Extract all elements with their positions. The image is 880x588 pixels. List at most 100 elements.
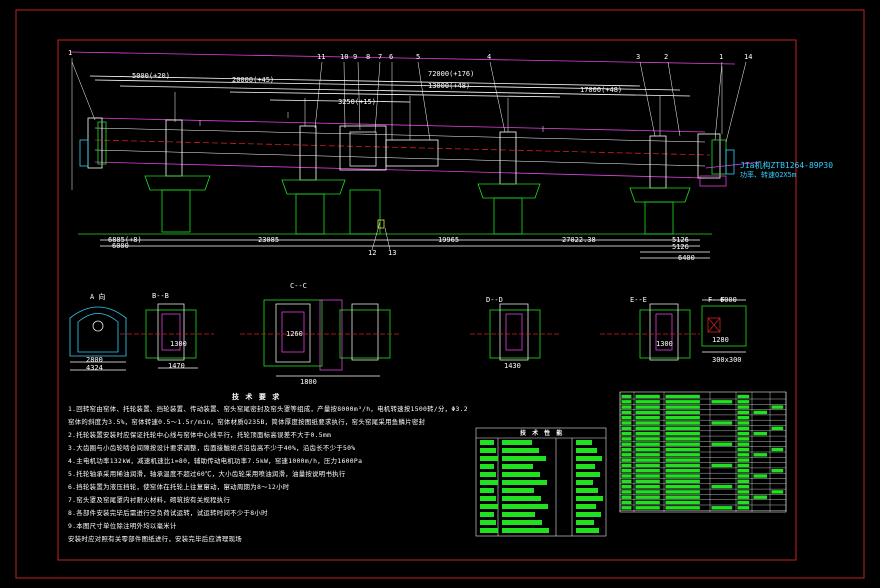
view-a-title: A 向 <box>90 293 106 301</box>
parts-cell <box>711 400 733 404</box>
parts-cell <box>635 469 660 473</box>
parts-cell <box>753 410 767 415</box>
parts-cell <box>621 500 632 505</box>
parts-cell <box>635 437 660 441</box>
param-row-unit <box>576 440 592 445</box>
parts-cell <box>737 506 750 510</box>
parts-cell <box>711 506 733 510</box>
parts-cell <box>621 410 632 415</box>
parts-cell <box>771 490 784 494</box>
parts-cell <box>737 431 750 436</box>
sect-dim-1800: 1800 <box>300 378 317 386</box>
param-row-unit <box>576 496 603 501</box>
tech-req-line: 7.窑头罩及窑尾罩内衬耐火材料，砌筑按有关规程执行 <box>68 496 231 504</box>
parts-cell <box>737 394 750 399</box>
balloon-14: 14 <box>744 53 753 61</box>
dim-19965: 19965 <box>438 236 460 244</box>
parts-cell <box>621 458 632 462</box>
tech-params-title: 技 术 性 能 <box>520 430 565 437</box>
parts-cell <box>635 431 660 436</box>
parts-cell <box>737 421 750 425</box>
parts-cell <box>665 506 700 510</box>
parts-cell <box>665 447 700 452</box>
param-row-label <box>480 496 496 501</box>
balloon-5: 5 <box>416 53 421 61</box>
param-row-unit <box>576 448 597 453</box>
sect-dim-1430: 1430 <box>504 362 521 370</box>
dim-6000: 6000 <box>112 242 129 250</box>
parts-cell <box>711 442 733 446</box>
balloon-4: 4 <box>487 53 492 61</box>
parts-cell <box>665 442 700 446</box>
parts-cell <box>635 484 660 489</box>
view-d-title: D--D <box>486 296 503 304</box>
dim-3250: 3250(+15) <box>338 98 376 106</box>
parts-cell <box>635 416 660 420</box>
parts-cell <box>665 490 700 494</box>
parts-cell <box>665 484 700 489</box>
param-row-unit <box>576 528 599 533</box>
parts-cell <box>621 405 632 409</box>
param-row-value <box>502 520 542 525</box>
param-row-value <box>502 472 540 477</box>
tech-req-line: 1.回转窑由窑体、托轮装置、挡轮装置、传动装置、窑头窑尾密封及窑头罩等组成，产量… <box>68 405 468 413</box>
parts-cell <box>737 453 750 457</box>
param-row-value <box>502 504 548 509</box>
parts-cell <box>621 474 632 478</box>
parts-cell <box>665 426 700 430</box>
parts-cell <box>737 474 750 478</box>
parts-cell <box>737 400 750 404</box>
tech-params-rows <box>480 440 603 533</box>
param-row-unit <box>576 504 596 509</box>
param-row-label <box>480 520 496 525</box>
dim-27022: 27022.38 <box>562 236 596 244</box>
param-row-label <box>480 472 496 477</box>
balloon-12: 12 <box>368 249 377 257</box>
parts-cell <box>771 405 784 409</box>
tech-req-line: 4.主电机功率132kW，减速机速比i=80，辅助传动电机功率7.5kW，窑速1… <box>68 457 363 465</box>
balloon-8: 8 <box>366 53 371 61</box>
parts-cell <box>635 474 660 478</box>
parts-cell <box>737 490 750 494</box>
tech-req-line: 3.大齿圈与小齿轮啮合间隙按设计要求调整，齿面接触斑点沿齿高不少于40%，沿齿长… <box>68 444 356 452</box>
param-row-label <box>480 488 494 493</box>
parts-cell <box>621 484 632 489</box>
parts-cell <box>635 410 660 415</box>
parts-cell <box>665 495 700 499</box>
view-b-title: B--B <box>152 292 169 300</box>
param-row-label <box>480 528 498 533</box>
balloon-2: 2 <box>664 53 669 61</box>
inner-frame <box>57 39 797 561</box>
parts-cell <box>737 416 750 420</box>
dim-6400: 6400 <box>678 254 695 262</box>
tech-req-line: 8.各部件安装完毕后需进行空负荷试运转，试运转时间不少于8小时 <box>68 509 268 517</box>
tech-req-line: 5.托轮轴承采用稀油润滑，轴承温度不超过60℃，大小齿轮采用喷油润滑，油量按说明… <box>68 470 346 478</box>
dim-5126b: 5126 <box>672 243 689 251</box>
param-row-unit <box>576 488 598 493</box>
sect-dim-2800: 2800 <box>86 356 103 364</box>
outer-frame <box>15 9 865 579</box>
parts-cell <box>635 500 660 505</box>
parts-cell <box>621 416 632 420</box>
parts-cell <box>665 437 700 441</box>
sect-dim-1300b: 1300 <box>656 340 673 348</box>
parts-cell <box>737 447 750 452</box>
parts-cell <box>737 495 750 499</box>
parts-cell <box>737 426 750 430</box>
param-row-unit <box>576 480 593 485</box>
parts-cell <box>635 479 660 483</box>
parts-cell <box>665 474 700 478</box>
parts-cell <box>621 479 632 483</box>
drive-callout: JIa机构ZTB1264-89P30 <box>740 161 834 170</box>
parts-cell <box>635 442 660 446</box>
parts-cell <box>621 394 632 399</box>
tech-req-line: 窑体的斜度为3.5%，窑体转速0.5～1.5r/min，窑体材质Q235B，简体… <box>68 418 426 426</box>
param-row-unit <box>576 520 594 525</box>
parts-cell <box>665 469 700 473</box>
param-row-value <box>502 528 549 533</box>
tech-req-line: 9.本图尺寸单位除注明外均以毫米计 <box>68 522 177 530</box>
parts-cell <box>621 426 632 430</box>
parts-cell <box>621 442 632 446</box>
parts-cell <box>771 426 784 430</box>
